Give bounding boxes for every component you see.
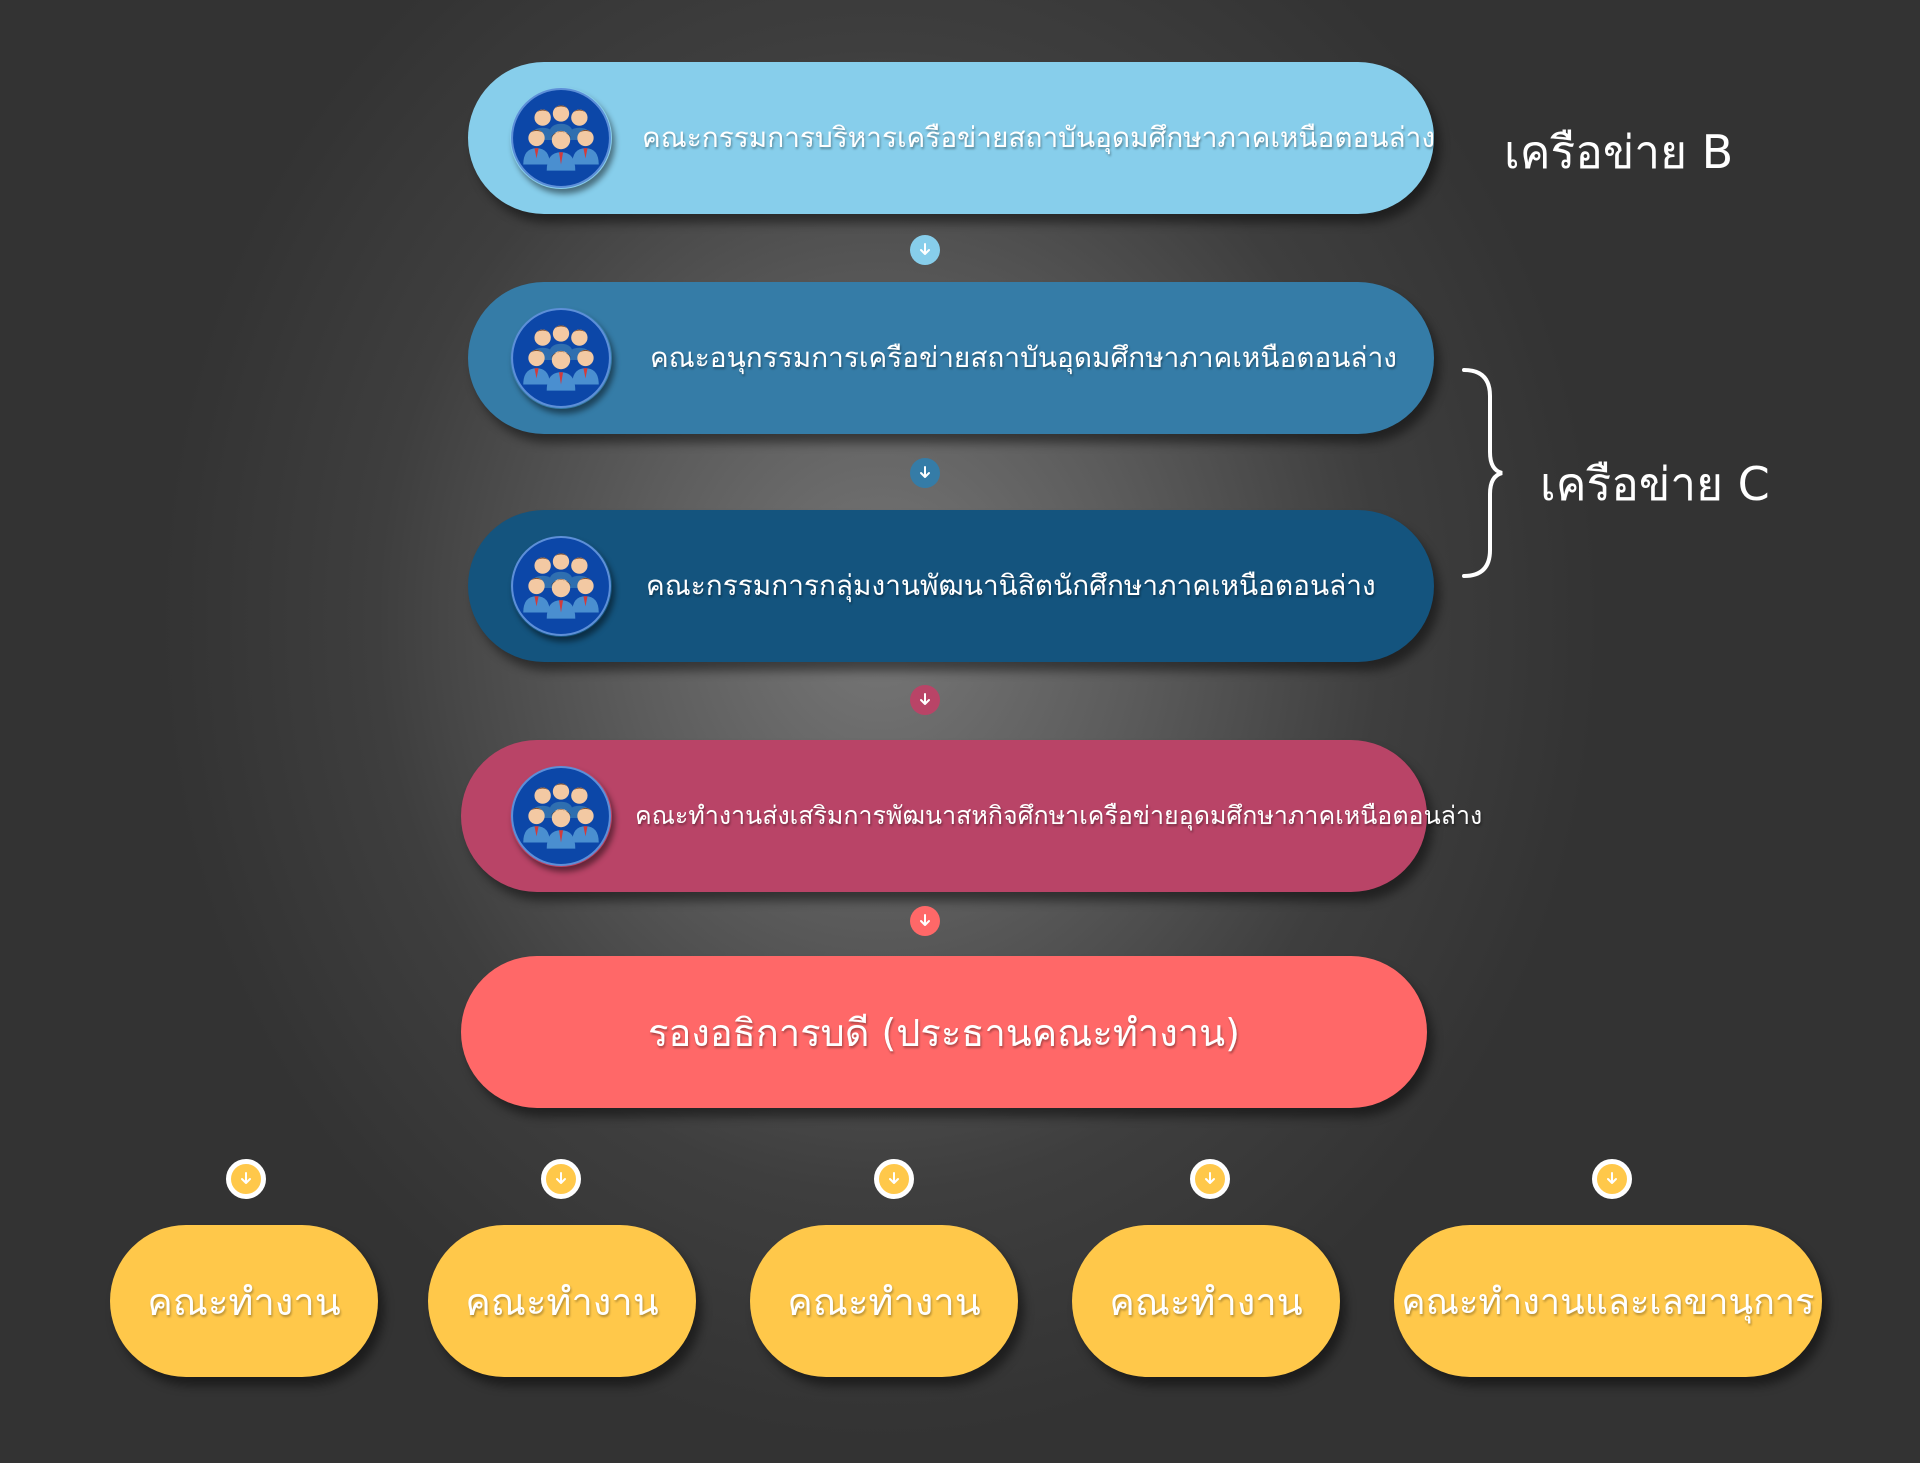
group-people-icon	[510, 307, 612, 409]
working-group-label: คณะทำงาน	[1109, 1279, 1303, 1324]
level-coop-label: คณะทำงานส่งเสริมการพัฒนาสหกิจศึกษาเครือข…	[635, 801, 1483, 830]
arrow-down-icon	[910, 458, 940, 488]
group-people-icon	[510, 535, 612, 637]
level-student-dev-pill: คณะกรรมการกลุ่มงานพัฒนานิสิตนักศึกษาภาคเ…	[468, 510, 1434, 662]
level-board-pill: คณะกรรมการบริหารเครือข่ายสถาบันอุดมศึกษา…	[468, 62, 1436, 214]
working-group-pill: คณะทำงาน	[110, 1225, 378, 1377]
arrow-down-icon	[226, 1159, 266, 1199]
brace-icon	[1462, 368, 1503, 578]
level-student-dev-label: คณะกรรมการกลุ่มงานพัฒนานิสิตนักศึกษาภาคเ…	[646, 569, 1376, 602]
working-group-label: คณะทำงาน	[465, 1279, 659, 1324]
network-c-label: เครือข่าย C	[1540, 457, 1770, 511]
network-b-label: เครือข่าย B	[1504, 125, 1734, 179]
working-group-pill: คณะทำงาน	[750, 1225, 1018, 1377]
working-group-label: คณะทำงาน	[147, 1279, 341, 1324]
group-people-icon	[510, 765, 612, 867]
arrow-down-icon	[1190, 1159, 1230, 1199]
chair-label: รองอธิการบดี (ประธานคณะทำงาน)	[648, 1010, 1240, 1055]
level-coop-pill: คณะทำงานส่งเสริมการพัฒนาสหกิจศึกษาเครือข…	[461, 740, 1482, 892]
level-subcommittee-pill: คณะอนุกรรมการเครือข่ายสถาบันอุดมศึกษาภาค…	[468, 282, 1434, 434]
working-group-pill: คณะทำงาน	[428, 1225, 696, 1377]
chair-pill: รองอธิการบดี (ประธานคณะทำงาน)	[461, 956, 1427, 1108]
arrow-down-icon	[874, 1159, 914, 1199]
working-group-secretary-pill: คณะทำงานและเลขานุการ	[1394, 1225, 1822, 1377]
arrow-down-icon	[541, 1159, 581, 1199]
working-group-secretary-label: คณะทำงานและเลขานุการ	[1401, 1281, 1815, 1323]
group-people-icon	[510, 87, 612, 189]
arrow-down-icon	[910, 685, 940, 715]
arrow-down-icon	[910, 235, 940, 265]
arrow-down-icon	[910, 906, 940, 936]
level-board-label: คณะกรรมการบริหารเครือข่ายสถาบันอุดมศึกษา…	[642, 121, 1436, 154]
working-group-label: คณะทำงาน	[787, 1279, 981, 1324]
level-subcommittee-label: คณะอนุกรรมการเครือข่ายสถาบันอุดมศึกษาภาค…	[650, 341, 1397, 374]
arrow-down-icon	[1592, 1159, 1632, 1199]
working-group-pill: คณะทำงาน	[1072, 1225, 1340, 1377]
